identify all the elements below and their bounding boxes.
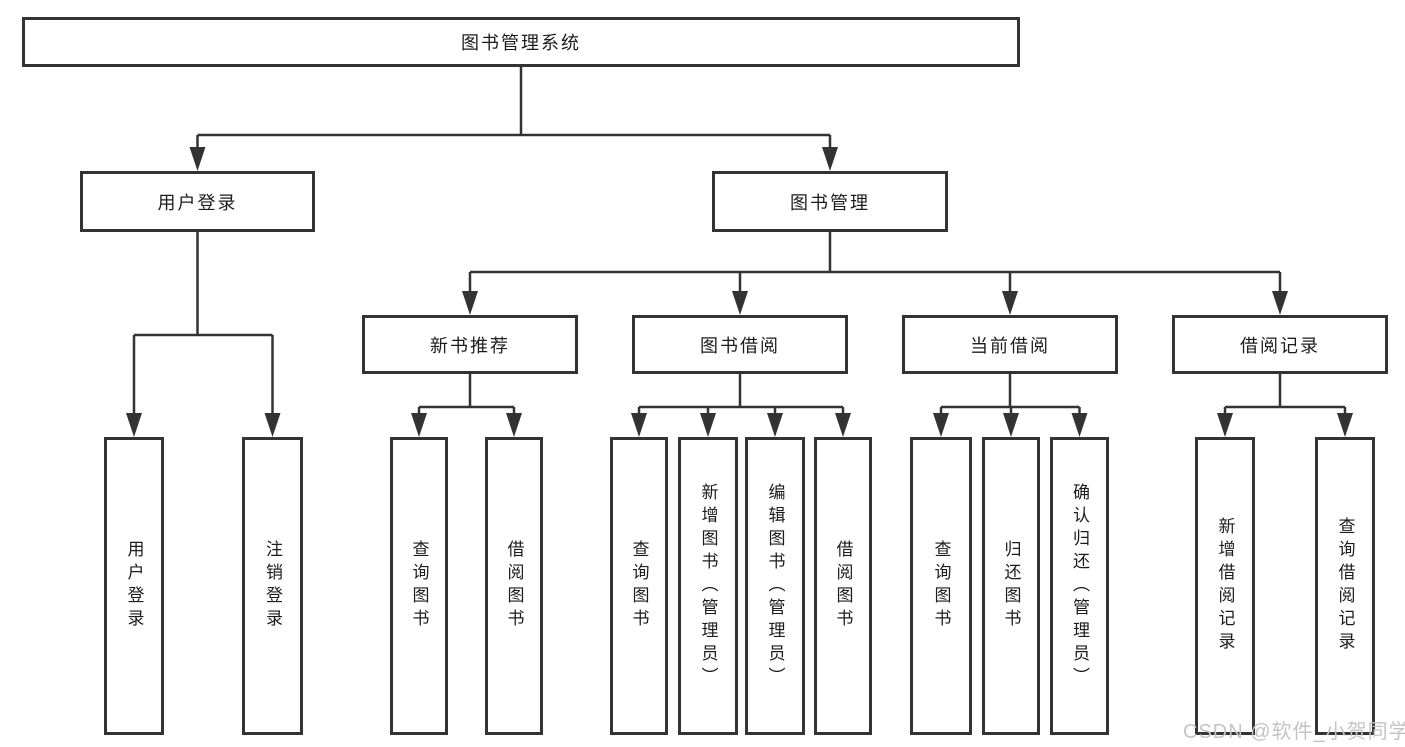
leaf-borrow-books: 借阅图书 xyxy=(814,437,872,735)
leaf-borrow-books-recommend: 借阅图书 xyxy=(485,437,543,735)
node-new-book-recommend: 新书推荐 xyxy=(362,315,578,374)
leaf-add-borrow-record: 新增借阅记录 xyxy=(1195,437,1255,735)
leaf-query-books-borrow: 查询图书 xyxy=(610,437,668,735)
leaf-return-books: 归还图书 xyxy=(982,437,1040,735)
node-user-login: 用户登录 xyxy=(80,171,315,232)
leaf-query-books-current: 查询图书 xyxy=(910,437,972,735)
node-borrow-records: 借阅记录 xyxy=(1172,315,1388,374)
leaf-user-login: 用户登录 xyxy=(104,437,164,735)
leaf-confirm-return-admin: 确认归还（管理员） xyxy=(1050,437,1109,735)
leaf-edit-books-admin: 编辑图书（管理员） xyxy=(745,437,805,735)
leaf-add-books-admin: 新增图书（管理员） xyxy=(678,437,738,735)
node-book-management: 图书管理 xyxy=(712,171,948,232)
leaf-logout: 注销登录 xyxy=(242,437,303,735)
branch-lines xyxy=(132,67,1347,420)
node-current-borrow: 当前借阅 xyxy=(902,315,1118,374)
leaf-query-borrow-record: 查询借阅记录 xyxy=(1315,437,1375,735)
arrowheads xyxy=(126,147,1353,437)
node-book-borrow: 图书借阅 xyxy=(632,315,848,374)
node-root: 图书管理系统 xyxy=(22,17,1020,67)
csdn-watermark: CSDN @软件_小贺同学 xyxy=(1183,721,1405,743)
leaf-query-books-recommend: 查询图书 xyxy=(390,437,448,735)
